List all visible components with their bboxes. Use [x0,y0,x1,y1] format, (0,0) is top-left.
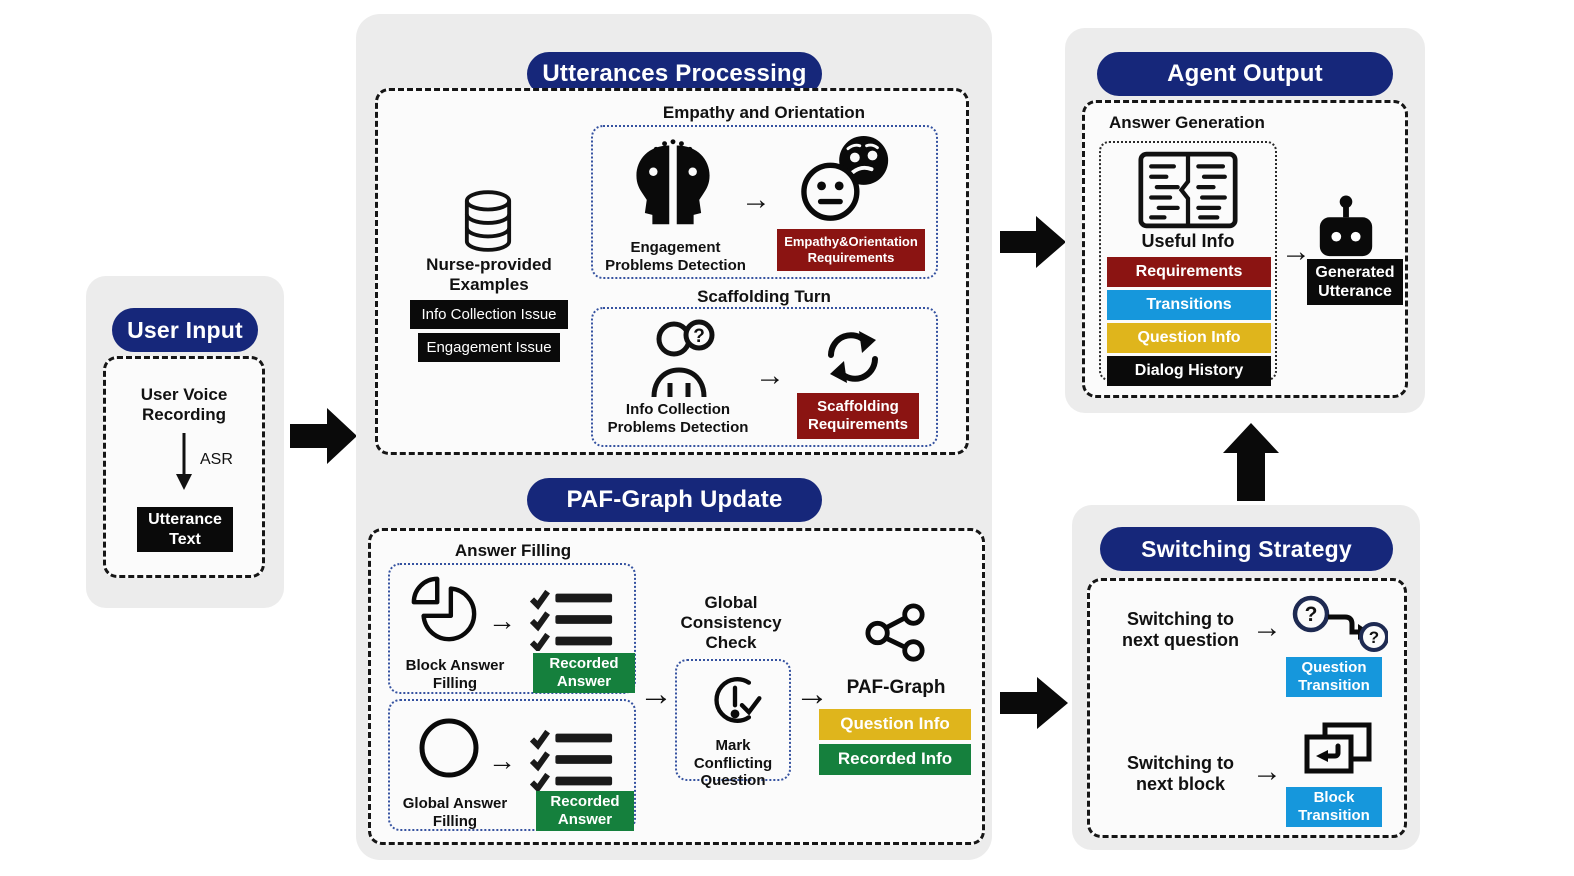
utterances-processing-box: Nurse-provided Examples Info Collection … [375,88,969,455]
arrow-right-icon: → [488,605,516,636]
dialog-history-label: Dialog History [1134,362,1244,380]
arrow-right-icon: → [1252,755,1282,788]
answer-filling-label: Answer Filling [454,541,572,560]
user-input-title: User Input [112,308,258,352]
empathy-orientation-label: Empathy and Orientation [662,103,866,122]
user-input-box: User Voice Recording ASR Utterance Text [103,356,265,578]
agent-output-title: Agent Output [1097,52,1393,96]
recorded-info-chip: Recorded Info [819,744,971,775]
paf-graph-update-box: Answer Filling → [368,528,985,845]
arrow-right-icon [290,408,357,464]
center-panel: Utterances Processing Nurse-provided Exa… [356,14,992,860]
svg-text:?: ? [1305,603,1318,626]
arrow-right-icon [1000,216,1066,268]
block-transition-chip: Block Transition [1286,787,1382,827]
scaffolding-turn-box: ? Info Collection Problems Detection → [591,307,938,447]
info-collection-issue-label: Info Collection Issue [421,305,557,323]
paf-graph-label: PAF-Graph [846,677,946,698]
arrow-right-icon [1000,677,1068,729]
alert-check-icon [703,667,767,733]
checklist-icon [530,727,616,791]
checklist-icon [530,587,616,651]
agent-output-box: Answer Generation [1082,100,1408,398]
mark-conflicting-caption: Mark Conflicting Question [693,737,773,790]
engagement-problems-caption: Engagement Problems Detection [605,239,746,274]
refresh-icon [821,325,885,389]
info-collection-issue-chip: Info Collection Issue [410,300,568,329]
database-icon [463,189,513,255]
arrow-right-icon: → [1281,235,1311,268]
emotions-icon [801,133,895,227]
dialog-history-chip: Dialog History [1107,356,1271,386]
utterance-text-chip: Utterance Text [137,507,233,552]
arrow-right-icon: → [488,745,516,776]
switching-strategy-box: Switching to next question → ? ? Questio… [1087,578,1407,838]
user-input-title-label: User Input [127,316,243,343]
empathy-requirements-chip: Empathy&Orientation Requirements [777,229,925,271]
answer-generation-label: Answer Generation [1109,113,1265,132]
arrow-right-icon: → [795,675,829,713]
asr-label: ASR [200,451,233,468]
block-recorded-answer-chip: Recorded Answer [533,653,635,693]
engagement-issue-label: Engagement Issue [426,338,552,356]
paf-graph-update-title-label: PAF-Graph Update [566,486,783,513]
user-input-panel: User Input User Voice Recording ASR Utte… [86,276,284,608]
block-transition-icon [1302,719,1374,781]
question-info-chip: Question Info [1107,323,1271,353]
scaffolding-turn-label: Scaffolding Turn [697,287,831,306]
global-answer-filling-caption: Global Answer Filling [402,795,508,830]
graph-icon [865,603,927,663]
recorded-info-label: Recorded Info [837,749,953,769]
mark-conflicting-box: Mark Conflicting Question [675,659,791,789]
svg-text:?: ? [1369,628,1379,647]
arrow-right-icon: → [741,183,771,216]
engagement-issue-chip: Engagement Issue [418,333,560,362]
global-consistency-label: Global Consistency Check [680,593,782,653]
useful-info-label: Useful Info [1141,231,1235,251]
block-answer-filling-box: → Block Answer Filling Recorded Answer [388,563,636,694]
arrow-down-icon [174,433,194,491]
switching-strategy-title-label: Switching Strategy [1141,535,1352,562]
arrow-up-icon [1223,423,1279,501]
agent-output-title-label: Agent Output [1167,60,1323,87]
robot-icon [1317,195,1375,259]
global-recorded-answer-chip: Recorded Answer [536,791,634,831]
global-answer-filling-box: → Global Answer Filling Recorded Answer [388,699,636,831]
next-block-label: Switching to next block [1127,753,1234,795]
block-answer-filling-caption: Block Answer Filling [405,657,505,692]
transitions-chip: Transitions [1107,290,1271,320]
nurse-examples-label: Nurse-provided Examples [426,255,552,295]
faces-icon [628,135,718,231]
utterances-processing-title-label: Utterances Processing [542,60,807,87]
person-question-icon: ? [648,317,724,399]
switching-strategy-title: Switching Strategy [1100,527,1393,571]
pie-icon [408,573,482,649]
switching-strategy-panel: Switching Strategy Switching to next que… [1072,505,1420,850]
arrow-right-icon: → [639,675,673,713]
question-transition-chip: Question Transition [1286,657,1382,697]
question-info-label: Question Info [1137,329,1241,347]
generated-utterance-chip: Generated Utterance [1307,259,1403,305]
next-question-label: Switching to next question [1121,609,1239,651]
voice-recording-label: User Voice Recording [140,385,228,425]
svg-text:?: ? [693,326,705,347]
requirements-label: Requirements [1135,263,1243,281]
requirements-chip: Requirements [1107,257,1271,287]
scaffolding-requirements-chip: Scaffolding Requirements [797,393,919,439]
empathy-orientation-box: Engagement Problems Detection → [591,125,938,279]
transitions-label: Transitions [1146,296,1232,314]
paf-graph-update-title: PAF-Graph Update [527,478,822,522]
notes-icon [1138,151,1238,229]
question-info-chip: Question Info [819,709,971,740]
circle-icon [418,717,480,779]
arrow-right-icon: → [1252,611,1282,644]
info-collection-problems-caption: Info Collection Problems Detection [607,401,749,436]
agent-output-panel: Agent Output Answer Generation [1065,28,1425,413]
question-info-label: Question Info [840,714,950,734]
question-transition-icon: ? ? [1290,593,1388,659]
arrow-right-icon: → [755,359,785,392]
useful-info-box: Useful Info Requirements Transitions Que… [1099,141,1277,386]
